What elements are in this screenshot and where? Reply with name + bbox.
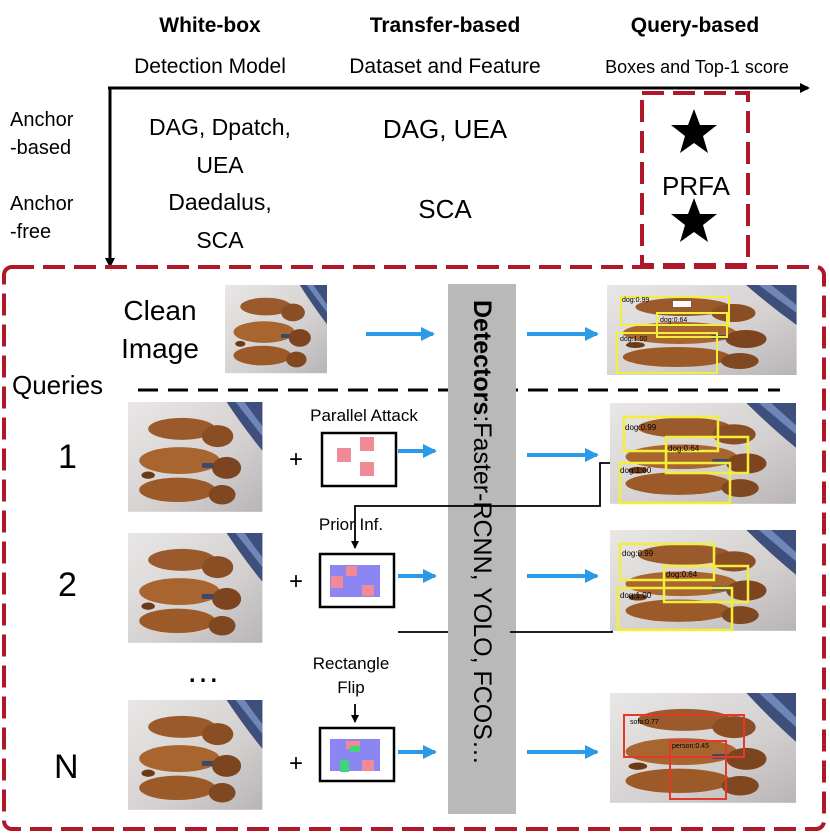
plus-sign: + [289,750,304,777]
star-icon [671,109,717,153]
col2-subtitle: Dataset and Feature [349,55,541,78]
patch-prior-inf [318,552,396,609]
query-2-image [128,533,263,643]
pipeline-frame [2,265,826,831]
det-label: dog:0.99 [622,297,649,304]
step-parallel-attack: Parallel Attack [286,404,442,428]
step-rectangle-flip: Rectangle Flip [312,654,390,697]
det-label: dog:1.00 [620,336,647,343]
result-query-n [610,693,796,803]
det-label: dog:0.99 [622,549,654,558]
query-2-label: 2 [58,566,77,604]
det-label: dog:0.64 [666,570,698,579]
det-label: dog:0.64 [660,317,687,324]
det-label: dog:0.99 [625,423,657,432]
cell-query-prfa: PRFA [662,171,730,201]
feedback-connector [351,462,610,549]
result-query-2 [610,530,796,632]
det-label: dog:1.00 [620,466,652,475]
detectors-label: Detectors:Faster-RCNN, YOLO, FCOS… [468,300,496,765]
step-prior-inf: Prior Inf. [318,515,384,534]
clean-image-label: Clean Image [121,295,199,364]
det-label: dog:1.00 [620,591,652,600]
y-label-anchor-based: Anchor -based [10,109,74,159]
plus-sign: + [289,446,304,473]
patch-parallel-attack [320,431,398,488]
clean-image [225,285,327,374]
col3-title: Query-based [630,14,760,37]
query-ellipsis: … [186,652,220,690]
cell-whitebox-anchor-based: DAG, Dpatch, UEA [149,114,291,178]
y-label-anchor-free: Anchor -free [10,193,74,243]
query-1-label: 1 [58,438,77,476]
query-1-image [128,402,263,512]
result-query-1 [610,403,796,505]
det-label: dog:0.64 [668,444,700,453]
queries-label: Queries [12,370,104,400]
cell-transfer-anchor-based: DAG, UEA [382,114,508,144]
det-label: sofa:0.77 [630,719,659,726]
det-label: person:0.45 [672,743,709,750]
col3-subtitle: Boxes and Top-1 score [605,57,789,77]
detector-bar [448,284,516,814]
star-icon [671,198,717,242]
plus-sign: + [289,568,304,595]
col1-subtitle: Detection Model [134,55,286,78]
col2-title: Transfer-based [369,14,521,37]
feedback-connector [510,584,613,633]
query-n-image [128,700,263,810]
patch-rectangle-flip [318,726,396,783]
col1-title: White-box [159,14,261,37]
result-clean [607,285,797,375]
query-n-label: N [54,748,79,786]
cell-whitebox-anchor-free: Daedalus, SCA [168,189,272,253]
cell-transfer-anchor-free: SCA [418,194,472,224]
